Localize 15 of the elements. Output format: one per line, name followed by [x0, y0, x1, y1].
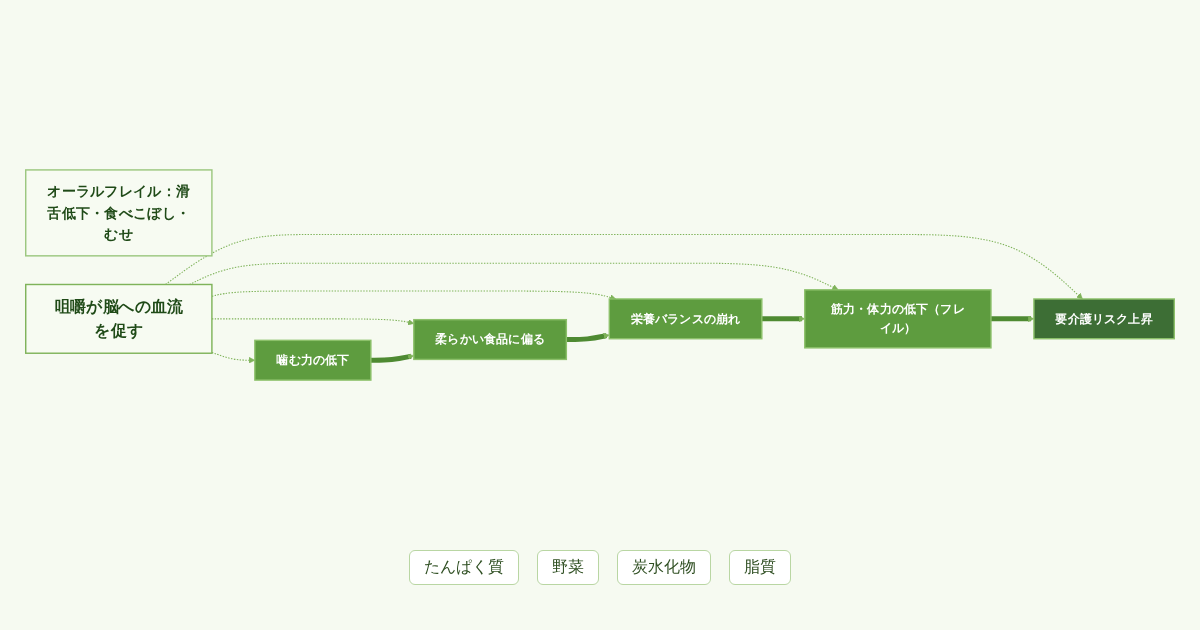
arrow [165, 234, 1083, 300]
plate-section-label: たんぱく質 [409, 550, 519, 585]
plate-section-label: 炭水化物 [617, 550, 711, 585]
plate-section-label: 野菜 [537, 550, 599, 585]
node-box: 栄養バランスの崩れ [608, 298, 763, 340]
arrow [566, 333, 610, 343]
arrow [189, 262, 839, 291]
plate-section-label: 脂質 [729, 550, 791, 585]
node-box: 要介護リスク上昇 [1033, 298, 1175, 340]
node-box: 筋力・体力の低下（フレイル） [804, 289, 992, 349]
arrow [370, 353, 415, 363]
node-box: オーラルフレイル：滑舌低下・食べこぼし・むせ [25, 169, 213, 257]
node-box: 咀嚼が脳への血流を促す [25, 283, 213, 354]
node-box: 噛む力の低下 [254, 339, 372, 381]
node-box: 柔らかい食品に偏る [413, 318, 568, 361]
